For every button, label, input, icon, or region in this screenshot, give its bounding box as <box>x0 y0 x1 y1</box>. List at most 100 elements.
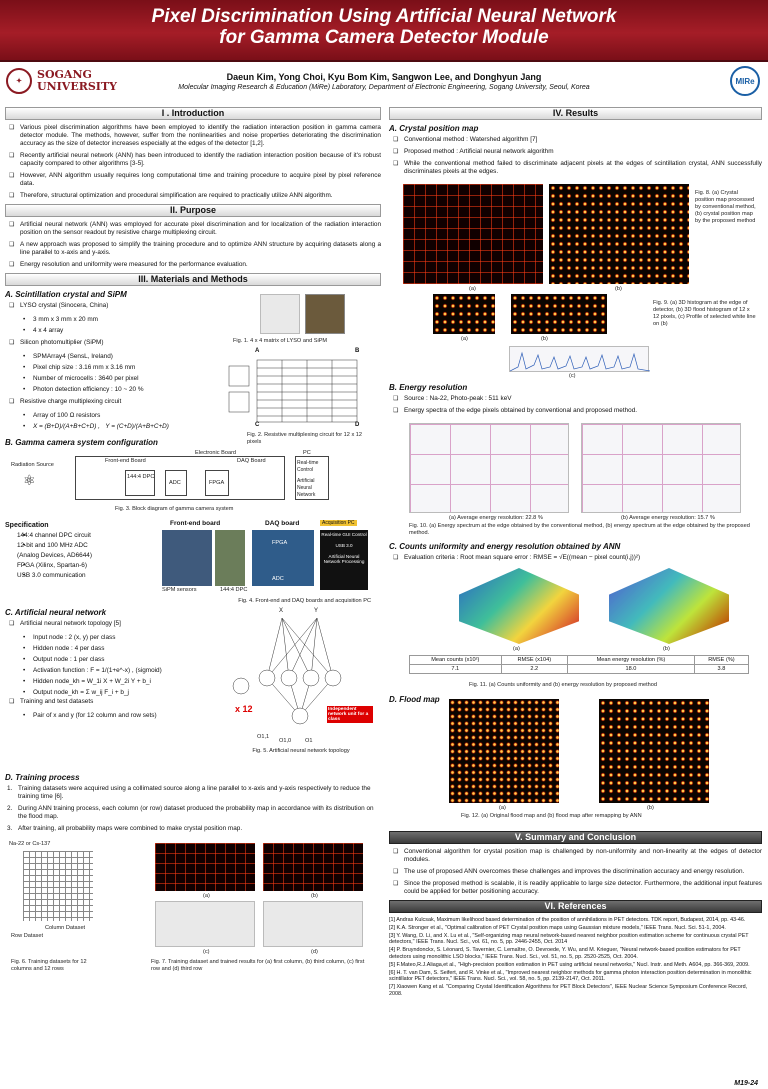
fig9-panel-a <box>433 294 495 334</box>
nn-label: x 12 <box>235 704 253 714</box>
authors: Daeun Kim, Yong Choi, Kyu Bom Kim, Sangw… <box>226 72 542 82</box>
formula: X = (B+D)/(A+B+C+D) , Y = (C+D)/(A+B+C+D… <box>5 421 381 432</box>
table-header: RMSE (x104) <box>500 655 568 665</box>
corner-b: B <box>355 348 360 354</box>
fig4-label: DAQ board <box>265 520 300 527</box>
university-name-2: UNIVERSITY <box>37 80 117 93</box>
title-line-2: for Gamma Camera Detector Module <box>219 27 549 48</box>
nn-label: O1,1 <box>257 734 270 740</box>
block-label: ADC <box>169 480 181 486</box>
summary-bullet: The use of proposed ANN overcomes these … <box>393 868 762 876</box>
title-banner: Pixel Discrimination Using Artificial Ne… <box>0 0 768 62</box>
fig3-caption: Fig. 3. Block diagram of gamma camera sy… <box>115 506 234 512</box>
purpose-heading: II. Purpose <box>5 204 381 217</box>
fig6-caption: Fig. 6. Training datasets for 12 columns… <box>11 959 87 972</box>
fig12-caption: Fig. 12. (a) Original flood map and (b) … <box>461 813 642 819</box>
nn-label: X <box>279 608 284 614</box>
spec-item: USB 3.0 communication <box>5 571 145 581</box>
purpose-bullet: A new approach was proposed to simplify … <box>9 241 381 257</box>
intro-bullet: Recently artificial neural network (ANN)… <box>9 152 381 168</box>
fig7-panel-c <box>155 901 255 947</box>
training-item: Pair of x and y (for 12 column and row s… <box>5 710 225 721</box>
step-text: During ANN training process, each column… <box>18 805 374 820</box>
step-text: After training, all probability maps wer… <box>18 825 243 832</box>
fig11-caption: Fig. 11. (a) Counts uniformity and (b) e… <box>469 682 658 688</box>
references-heading: VI. References <box>389 900 762 913</box>
daq-board-photo <box>252 530 314 586</box>
section-d-title: D. Training process <box>5 773 80 782</box>
fig4-label: FPGA <box>272 540 288 546</box>
left-column: I . Introduction Various pixel discrimin… <box>5 105 381 1089</box>
fig8-caption: Fig. 8. (a) Crystal position map process… <box>695 190 756 224</box>
fig9-panel-label: (c) <box>569 373 576 379</box>
fig6-grid <box>23 851 93 921</box>
block-label: Electronic Board <box>195 450 237 456</box>
sipm-item: Photon detection efficiency : 10 ~ 20 % <box>5 384 381 395</box>
results-table: Mean counts (x10²) RMSE (x104) Mean ener… <box>409 655 750 674</box>
intro-bullet: Various pixel discrimination algorithms … <box>9 124 381 148</box>
sipm-item: Pixel chip size : 3.16 mm x 3.16 mm <box>5 362 381 373</box>
specification: Specification 144:4 channel DPC circuit … <box>5 522 145 581</box>
fig10-b-label: (b) Average energy resolution: 15.7 % <box>621 515 715 521</box>
fig9-profile-plot <box>509 351 651 372</box>
formula-x: X = (B+D)/(A+B+C+D) , <box>33 423 100 430</box>
nn-label: O1 <box>305 738 313 744</box>
table-cell: 7.1 <box>409 664 502 674</box>
spec-item: (Analog Devices, AD6644) <box>17 552 92 559</box>
table-cell: 3.8 <box>693 664 750 674</box>
fig9-caption: Fig. 9. (a) 3D histogram at the edge of … <box>653 300 756 327</box>
fig9-panel-c <box>509 346 651 372</box>
summary-bullet: Since the proposed method is scalable, i… <box>393 880 762 896</box>
fig5-caption: Fig. 5. Artificial neural network topolo… <box>252 748 350 754</box>
sipm-bullet: Silicon photomultiplier (SiPM) <box>9 339 229 347</box>
ann-item: Input node : 2 (x, y) per class <box>5 632 225 643</box>
fig4-label: Real-time GUI Control <box>321 532 367 537</box>
fig11-panel-label: (a) <box>513 646 520 652</box>
fig1-caption: Fig. 1. 4 x 4 matrix of LYSO and SiPM <box>233 338 328 344</box>
fig12-panel-label: (b) <box>647 805 654 811</box>
methods-body: A. Scintillation crystal and SiPM LYSO c… <box>5 290 381 1089</box>
fig10: (a) Average energy resolution: 22.8 % (b… <box>389 419 762 539</box>
fig6-label: Row Dataset <box>11 933 44 939</box>
block-label: PC <box>303 450 311 456</box>
university-name-1: SOGANG <box>37 68 92 81</box>
university-seal-icon: ✦ <box>6 68 32 94</box>
fig9-panel-label: (a) <box>461 336 468 342</box>
intro-bullet: However, ANN algorithm usually requires … <box>9 172 381 188</box>
results-b-title: B. Energy resolution <box>389 383 468 392</box>
training-sets: Training and test datasets <box>9 698 225 706</box>
results-a-bullet: Conventional method : Watershed algorith… <box>393 136 762 144</box>
fig8-panel-label: (b) <box>615 286 622 292</box>
electronic-board-box <box>75 456 285 500</box>
fig10-a-label: (a) Average energy resolution: 22.8 % <box>449 515 543 521</box>
fig10-panel-a <box>409 423 569 513</box>
sipm-item: SPMArray4 (SensL, Ireland) <box>5 351 381 362</box>
title-line-1: Pixel Discrimination Using Artificial Ne… <box>151 6 617 27</box>
fig12-panel-b <box>599 699 709 803</box>
reference-item: [3] Y. Wang, D. Li, and X. Lu et al., "S… <box>389 932 749 946</box>
fig11: (a) (b) Mean counts (x10²) RMSE (x104) M… <box>389 566 762 692</box>
table-cell: 2.2 <box>500 664 568 674</box>
fig12-panel-label: (a) <box>499 805 506 811</box>
fig4-label: 144:4 DPC <box>220 587 248 593</box>
fig6-label: Column Dataset <box>45 925 86 931</box>
section-a-title: A. Scintillation crystal and SiPM <box>5 290 127 299</box>
spec-item: 12-bit and 100 MHz ADC <box>5 541 145 551</box>
nn-label: Y <box>314 608 319 614</box>
fig11-panel-label: (b) <box>663 646 670 652</box>
purpose-bullet: Energy resolution and uniformity were me… <box>9 261 381 269</box>
fig7-panel-a <box>155 843 255 891</box>
lyso-item: 4 x 4 array <box>5 325 381 336</box>
fig12-panel-a <box>449 699 559 803</box>
dpc-block <box>125 470 155 496</box>
fig9-panel-b <box>511 294 607 334</box>
resist-bullet: Resistive charge multiplexing circuit <box>9 398 229 406</box>
ann-item: Output node : 1 per class <box>5 654 225 665</box>
fig11-panel-a <box>459 568 579 644</box>
block-label: Artificial Neural Network <box>297 478 316 498</box>
adc-block <box>165 470 187 496</box>
summary-bullet: Conventional algorithm for crystal posit… <box>393 848 762 864</box>
radiation-icon: ⚛ <box>23 472 36 488</box>
pc-box <box>295 456 329 500</box>
